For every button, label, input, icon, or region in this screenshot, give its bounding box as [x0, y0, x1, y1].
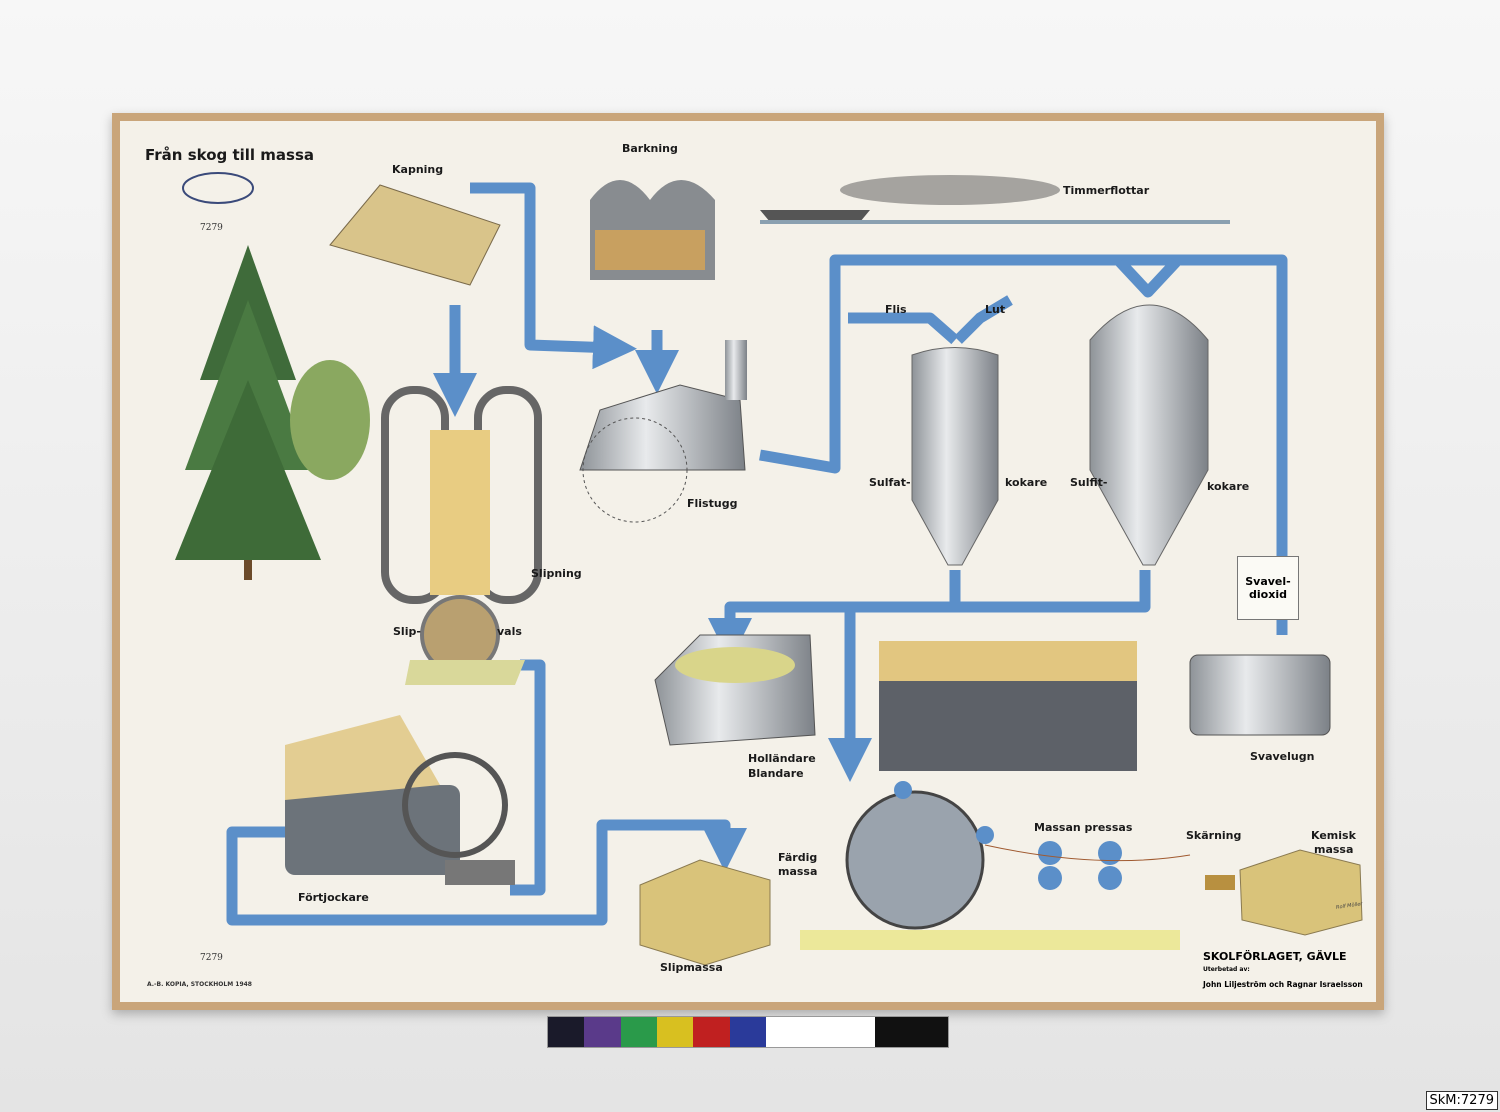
- label-sulfat: Sulfat-: [869, 476, 911, 489]
- label-dioxid: dioxid: [1249, 588, 1287, 601]
- label-svavelugn: Svavelugn: [1250, 750, 1315, 763]
- flow-pipes: [226, 182, 1288, 926]
- label-flistugg: Flistugg: [687, 497, 738, 510]
- slipning-illustration: [381, 386, 542, 685]
- label-kemisk: Kemisk: [1311, 829, 1356, 842]
- svavelugn-illustration: [1189, 654, 1331, 736]
- flistugg-illustration: [579, 340, 747, 523]
- kemisk-massa-bale: [1239, 849, 1363, 936]
- label-massan-pressas: Massan pressas: [1034, 821, 1133, 834]
- pipe-sulfit-feed: [1115, 258, 1181, 298]
- label-fardig-massa: massa: [778, 865, 818, 878]
- label-fortjockare: Förtjockare: [298, 891, 369, 904]
- pipe-kokare-hollandare: [730, 570, 1151, 640]
- sulfat-kokare: [911, 347, 999, 566]
- drum-machine: [800, 781, 1235, 950]
- kapning-illustration: [329, 184, 501, 286]
- papermachine-photo: [879, 641, 1137, 771]
- boat-illustration: [760, 175, 1230, 224]
- pipe-slip-fortjockare: [510, 659, 546, 896]
- tree-illustration: [175, 245, 370, 580]
- stamp: [182, 172, 254, 204]
- publisher: SKOLFÖRLAGET, GÄVLE: [1203, 950, 1347, 963]
- label-slipning: Slipning: [531, 567, 582, 580]
- authors: John Liljeström och Ragnar Israelsson: [1203, 980, 1363, 989]
- pipe-lut: [954, 295, 1013, 344]
- museum-id-label: SkM:7279: [1425, 1091, 1498, 1110]
- sulfit-kokare: [1089, 304, 1209, 566]
- color-calibration-scale: [547, 1016, 949, 1048]
- svaveldioxid-box: Svavel- dioxid: [1237, 556, 1299, 620]
- label-timmerflottar: Timmerflottar: [1063, 184, 1150, 197]
- label-skarning: Skärning: [1186, 829, 1242, 842]
- label-flis: Flis: [885, 303, 907, 316]
- label-slipmassa: Slipmassa: [660, 961, 723, 974]
- pipe-flistugg-kokare: [759, 254, 1288, 635]
- pipe-fortjockare-slipmassa: [226, 819, 747, 926]
- slipmassa-bale: [639, 859, 771, 966]
- label-lut: Lut: [985, 303, 1006, 316]
- label-kokare-sulfat: kokare: [1005, 476, 1048, 489]
- label-sulfit: Sulfit-: [1070, 476, 1108, 489]
- label-vals: vals: [497, 625, 522, 638]
- pipe-flis: [848, 312, 959, 345]
- fortjockare-illustration: [285, 715, 515, 885]
- prepared-by: Uterbetad av:: [1203, 966, 1250, 973]
- label-hollandare: Holländare: [748, 752, 816, 765]
- label-fardig: Färdig: [778, 851, 818, 864]
- catalog-number: 7279: [200, 953, 223, 963]
- pipe-kapning-barkning: [470, 182, 637, 370]
- poster-title: Från skog till massa: [145, 146, 315, 164]
- label-svavel: Svavel-: [1245, 575, 1291, 588]
- catalog-number: 7279: [200, 223, 223, 233]
- hollandare-illustration: [654, 634, 816, 746]
- label-kapning: Kapning: [392, 163, 444, 176]
- printer-credit: A.-B. KOPIA, STOCKHOLM 1948: [147, 981, 252, 988]
- label-blandare: Blandare: [748, 767, 804, 780]
- barkning-illustration: [590, 180, 715, 280]
- label-slip: Slip-: [393, 625, 421, 638]
- label-kemisk-massa: massa: [1314, 843, 1354, 856]
- label-kokare-sulfit: kokare: [1207, 480, 1250, 493]
- label-barkning: Barkning: [622, 142, 678, 155]
